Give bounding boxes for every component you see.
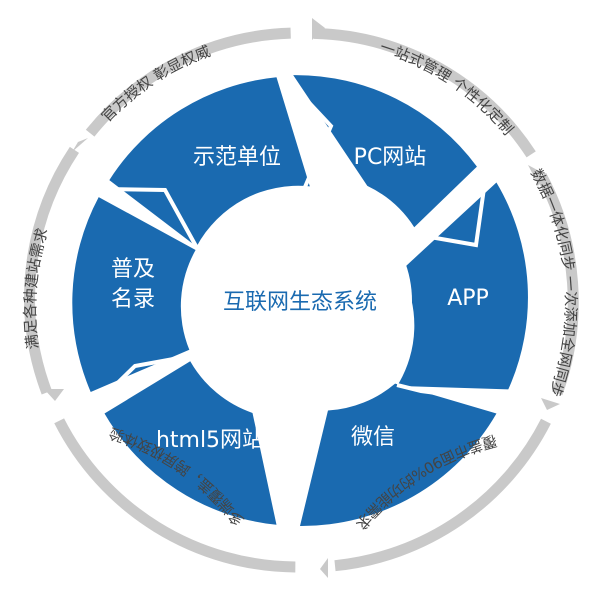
center-label: 互联网生态系统 (223, 290, 377, 315)
ring-arc-4 (54, 418, 296, 573)
segment-label-html5-website: html5网站 (156, 428, 264, 453)
segment-separators (95, 75, 506, 527)
segment-label-directory-line1: 普及 (111, 257, 155, 282)
segment-label-directory-line2: 名录 (111, 287, 155, 312)
ring-arrow-6 (72, 138, 88, 152)
ring-arrow-2 (528, 165, 541, 186)
ring-arc-3 (334, 418, 551, 572)
segment-label-demo-unit: 示范单位 (193, 145, 281, 170)
segments (72, 75, 528, 527)
segment-wechat[interactable] (300, 383, 497, 527)
center-circle (188, 189, 412, 413)
ring-arrow-1 (312, 18, 325, 40)
segment-label-app: APP (447, 286, 489, 311)
ring-arrows (44, 18, 560, 578)
segment-pc-website[interactable] (293, 75, 477, 228)
ring-arc-1 (313, 27, 536, 158)
segment-label-pc-website: PC网站 (354, 145, 427, 170)
ring-arc-5 (24, 146, 79, 395)
ring-arc-6 (85, 27, 291, 137)
segment-html5-website[interactable] (104, 361, 277, 525)
segment-directory[interactable] (72, 197, 196, 392)
ring-caption-2: 数据一体化同步 一次添加全网同步 (527, 166, 580, 399)
ring-arrow-3 (541, 398, 560, 410)
outer-ring (24, 27, 579, 573)
ring-arc-2 (536, 172, 579, 396)
ring-arrow-5 (44, 389, 64, 401)
ring-arrow-4 (320, 558, 328, 578)
segment-demo-unit[interactable] (109, 77, 310, 247)
segment-label-wechat: 微信 (351, 425, 395, 450)
segment-app[interactable] (397, 182, 528, 390)
